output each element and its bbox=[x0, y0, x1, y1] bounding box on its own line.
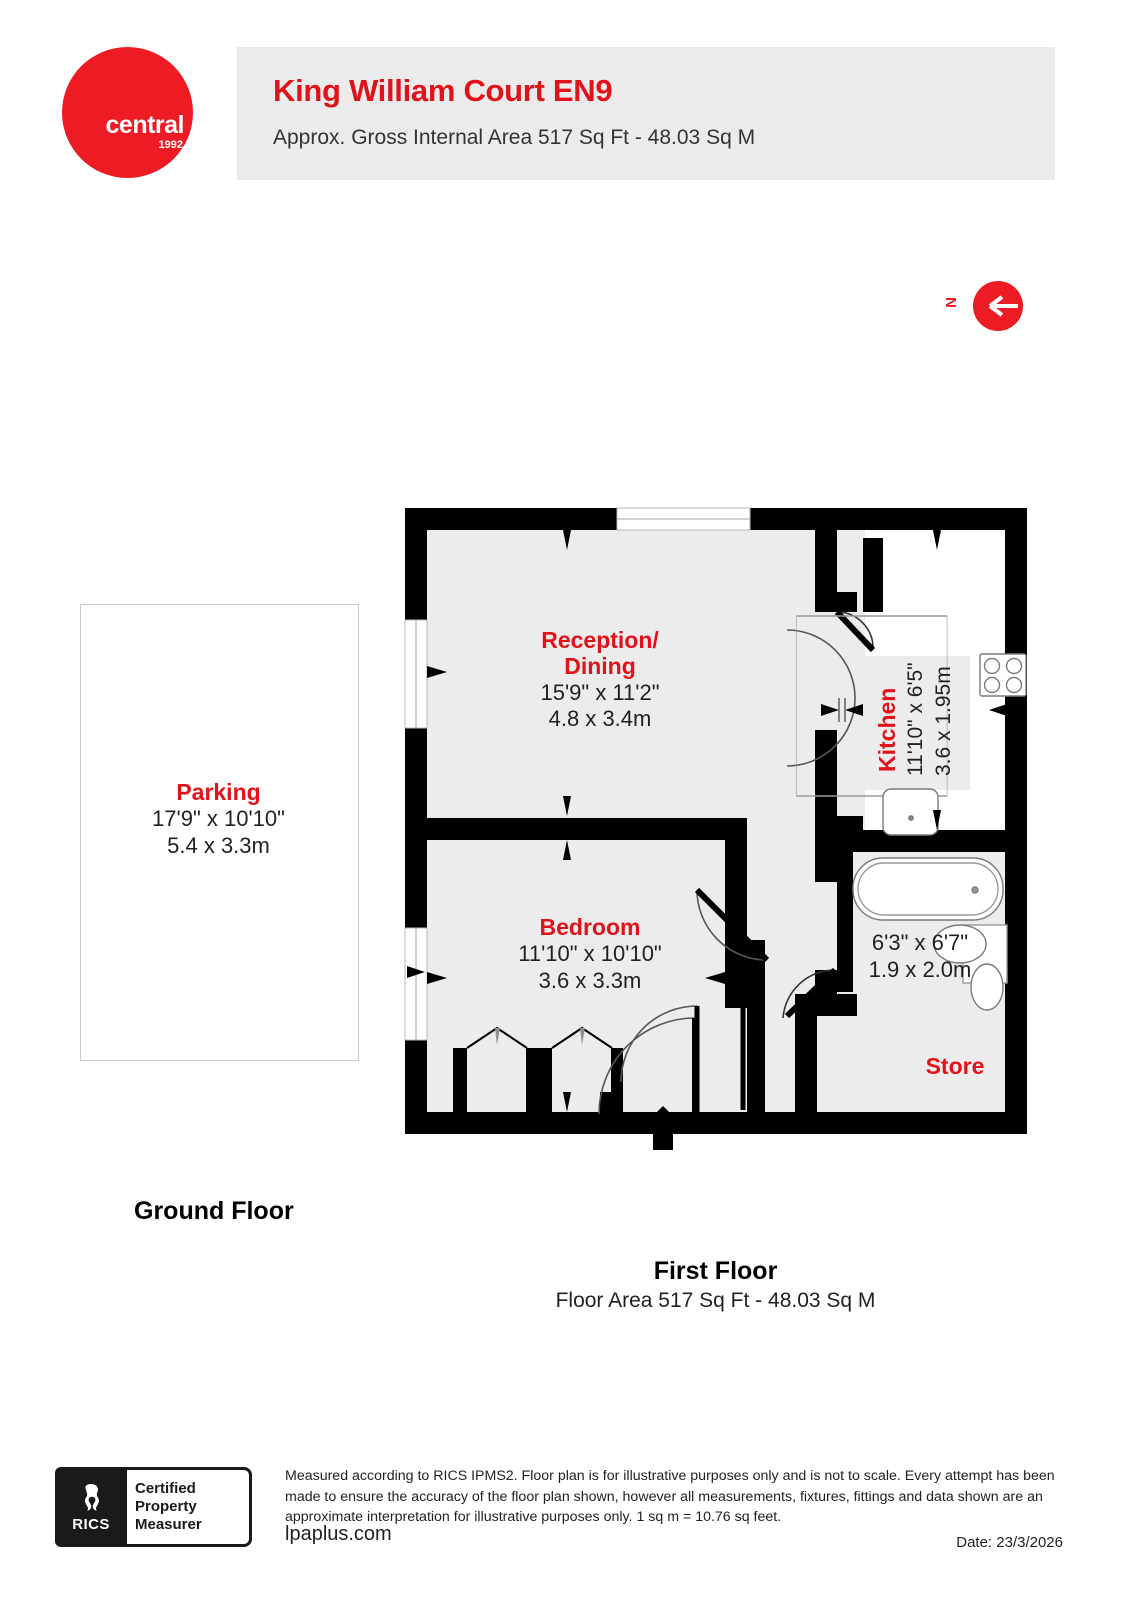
dimension-ticks-layer bbox=[838, 698, 846, 722]
rics-logo-block: RICS bbox=[55, 1467, 127, 1547]
kitchen-dim-metric: 3.6 x 1.95m bbox=[932, 666, 955, 776]
bathroom-dim-metric: 1.9 x 2.0m bbox=[868, 956, 972, 982]
bedroom-dim-imperial: 11'10" x 10'10" bbox=[518, 940, 662, 966]
rics-wordmark: RICS bbox=[72, 1515, 110, 1533]
bathroom-dim-imperial: 6'3" x 6'7" bbox=[871, 930, 969, 955]
reception-dim-metric: 4.8 x 3.4m bbox=[548, 706, 652, 732]
ground-floor-caption: Ground Floor bbox=[134, 1197, 294, 1225]
first-floor-caption-group: First Floor Floor Area 517 Sq Ft - 48.03… bbox=[498, 1257, 933, 1313]
reception-room-name-line1: Reception/ bbox=[541, 627, 659, 653]
reception-label-group: Reception/ Dining 15'9" x 11'2" 4.8 x 3.… bbox=[465, 627, 735, 733]
compass-n-label: N bbox=[942, 297, 960, 308]
toilet-icon bbox=[933, 924, 987, 964]
dimension-arrows-layer bbox=[407, 530, 1007, 1112]
bedroom-room-name: Bedroom bbox=[539, 914, 641, 940]
parking-room-name: Parking bbox=[176, 779, 261, 805]
kitchen-dim-imperial: 11'10" x 6'5" bbox=[904, 662, 927, 776]
door-leaves-thin-layer bbox=[694, 1000, 746, 1114]
kitchen-label-group: Kitchen 11'10" x 6'5" 3.6 x 1.95m bbox=[848, 600, 968, 780]
kitchen-room-name: Kitchen bbox=[874, 687, 900, 772]
rics-certified-badge: RICS Certified Property Measurer bbox=[55, 1467, 252, 1547]
rics-text-block: Certified Property Measurer bbox=[127, 1467, 252, 1547]
floorplan-drawing bbox=[395, 500, 1040, 1150]
wardrobe-handle-layer bbox=[495, 1028, 585, 1045]
rics-line-property: Property bbox=[135, 1497, 197, 1515]
rics-line-certified: Certified bbox=[135, 1479, 196, 1497]
plan-date: Date: 23/3/2026 bbox=[956, 1534, 1063, 1551]
parking-area-box bbox=[80, 604, 359, 1061]
bathtub-icon bbox=[852, 857, 1004, 921]
reception-room-name-line2: Dining bbox=[564, 652, 636, 679]
store-room-name: Store bbox=[925, 1053, 985, 1079]
windows-layer bbox=[404, 507, 751, 1041]
bedroom-label-group: Bedroom 11'10" x 10'10" 3.6 x 3.3m bbox=[455, 914, 725, 994]
entry-arrow-icon bbox=[641, 1106, 685, 1150]
website-link[interactable]: lpaplus.com bbox=[285, 1523, 392, 1545]
store-label-group: Store bbox=[880, 1053, 1030, 1080]
parking-dim-imperial: 17'9" x 10'10" bbox=[152, 805, 285, 831]
rics-line-measurer: Measurer bbox=[135, 1516, 202, 1534]
north-indicator: N bbox=[943, 281, 1023, 331]
logo-wordmark: central bbox=[105, 111, 185, 139]
washbasin-icon bbox=[970, 963, 1004, 1011]
north-arrow-icon bbox=[988, 295, 1018, 317]
logo-year: 1992 bbox=[158, 139, 183, 151]
rics-lion-icon bbox=[85, 1483, 99, 1511]
page-subtitle: Approx. Gross Internal Area 517 Sq Ft - … bbox=[273, 126, 756, 149]
reception-dim-imperial: 15'9" x 11'2" bbox=[540, 679, 660, 705]
bathroom-label-group: 6'3" x 6'7" 1.9 x 2.0m bbox=[845, 930, 995, 984]
page-title: King William Court EN9 bbox=[273, 73, 613, 108]
floorplan-svg bbox=[404, 507, 1027, 1150]
first-floor-title: First Floor bbox=[653, 1257, 778, 1285]
central-logo: central 1992 bbox=[62, 47, 193, 178]
parking-dim-metric: 5.4 x 3.3m bbox=[167, 832, 270, 858]
bedroom-dim-metric: 3.6 x 3.3m bbox=[538, 967, 642, 993]
header-band bbox=[237, 47, 1055, 180]
sink-icon bbox=[882, 788, 939, 836]
fixtures-layer bbox=[796, 615, 1027, 1011]
disclaimer-text: Measured according to RICS IPMS2. Floor … bbox=[285, 1468, 1055, 1526]
parking-label-group: Parking 17'9" x 10'10" 5.4 x 3.3m bbox=[80, 779, 357, 859]
first-floor-area: Floor Area 517 Sq Ft - 48.03 Sq M bbox=[555, 1289, 876, 1312]
